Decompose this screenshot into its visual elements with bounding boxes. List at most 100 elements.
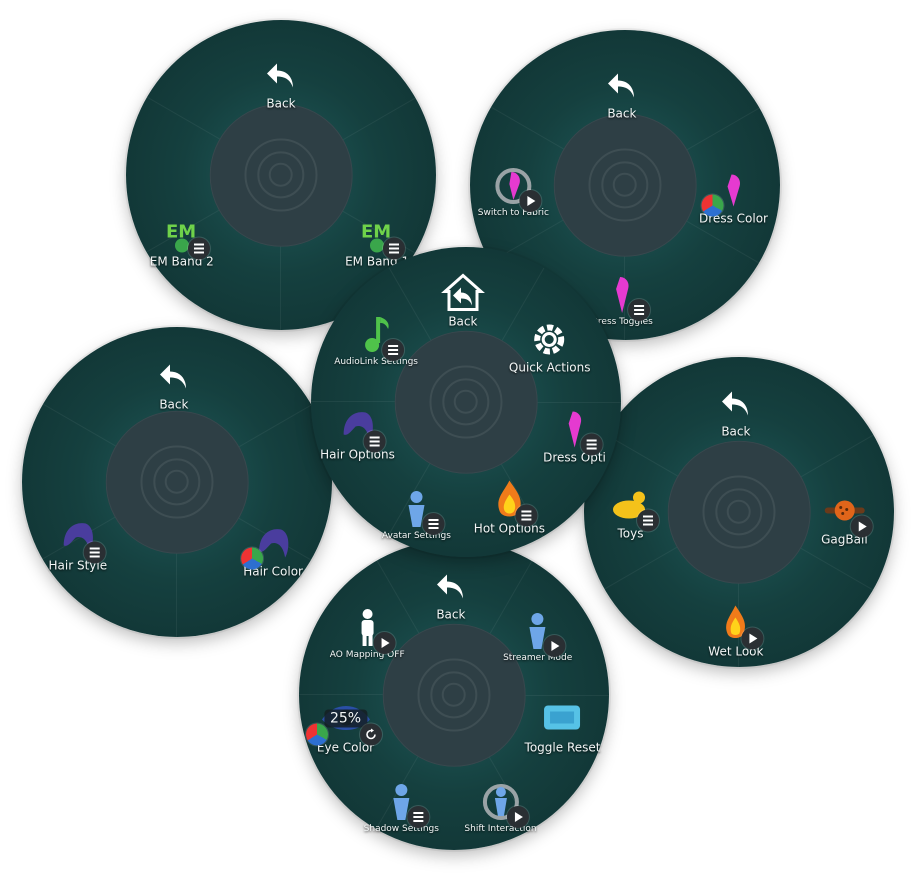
shadow-settings-button[interactable]: Shadow Settings [364,780,439,834]
eye-color-percent: 25% [323,709,368,728]
back-button[interactable]: Back [600,64,644,121]
em-band-center[interactable] [209,103,353,247]
hair-style-icon [56,516,106,564]
color-wheel-icon [305,723,328,746]
person-icon [345,606,396,654]
shift-interaction-label: Shift Interaction [464,823,537,834]
back-button[interactable]: Back [259,54,303,111]
em-band-1-icon: EM [355,212,406,260]
main-center[interactable] [394,330,538,474]
ao-mapping-label: AO Mapping OFF [329,650,405,660]
play-icon [850,515,873,538]
submenu-list-icon [580,433,603,456]
color-wheel-icon [701,194,724,217]
switch-to-fabric-label: Switch to Fabric [477,208,550,219]
main-menu: Back AudioLink Settings Quick Actions Ha… [311,247,621,557]
switch-to-fabric-button[interactable]: Switch to Fabric [478,164,549,218]
back-label: Back [721,424,751,439]
em-band-menu: Back EM EM Band 2 EM EM Band 1 [126,20,436,330]
play-icon [741,627,764,650]
color-wheel-icon [241,547,264,570]
submenu-list-icon [422,512,445,535]
svg-text:EM: EM [166,222,196,243]
toggle-reset-button[interactable]: Toggle Reset [525,698,600,755]
hair-color-button[interactable]: Hair Color [241,522,303,579]
dress-toggles-button[interactable]: Dress Toggles [591,273,653,327]
avatar-settings-menu: Back AO Mapping OFF Streamer Mode 25% Ey… [299,540,609,850]
avatar-settings-label: Avatar Settings [381,530,451,541]
hair-options-label: Hair Options [320,447,395,462]
dress-options-icon [553,408,603,456]
hot-options-button[interactable]: Hot Options [474,479,545,536]
back-arrow-icon [152,354,196,398]
back-button[interactable]: Back [714,381,758,438]
gagball-button[interactable]: GagBall [821,490,873,547]
play-icon [506,805,529,828]
submenu-list-icon [627,298,650,321]
back-label: Back [607,106,637,121]
em-band-2-button[interactable]: EM EM Band 2 [150,212,214,269]
hair-style-button[interactable]: Hair Style [48,516,107,573]
back-button[interactable]: Back [429,564,473,621]
audiolink-settings-button[interactable]: AudioLink Settings [334,313,418,367]
fire-icon [487,479,538,527]
hair-center[interactable] [105,410,249,554]
back-label: Back [159,397,189,412]
hair-color-label: Hair Color [243,564,303,579]
dress-options-button[interactable]: Dress Opti [543,408,606,465]
hot-options-center[interactable] [667,440,811,584]
shift-interaction-button[interactable]: Shift Interaction [464,780,537,834]
dress-center[interactable] [553,113,697,257]
quick-actions-button[interactable]: Quick Actions [509,318,590,375]
streamer-mode-label: Streamer Mode [503,653,573,664]
wet-look-icon [714,601,764,650]
avatar-settings-icon [394,487,445,535]
back-label: Back [448,314,478,329]
dress-color-button[interactable]: Dress Color [699,169,768,226]
eye-color-label: Eye Color [316,740,375,755]
submenu-list-icon [383,237,406,260]
streamer-mode-icon [516,609,566,658]
submenu-list-icon [363,430,386,453]
audiolink-settings-label: AudioLink Settings [334,357,418,367]
avatar-settings-button[interactable]: Avatar Settings [382,487,451,541]
back-arrow-icon [259,54,303,98]
wet-look-button[interactable]: Wet Look [708,601,764,658]
toys-label: Toys [617,526,644,541]
toys-button[interactable]: Toys [609,484,659,541]
toys-icon [609,484,659,532]
gagball-icon [822,490,873,538]
play-icon [373,632,396,654]
avatar-settings-center[interactable] [382,623,526,767]
reset-icon [540,698,584,742]
play-icon [543,635,566,658]
switch-fabric-icon [491,164,542,213]
hair-options-button[interactable]: Hair Options [320,405,395,462]
streamer-mode-button[interactable]: Streamer Mode [503,609,572,663]
dress-toggles-icon [600,273,650,321]
submenu-list-icon [83,541,106,564]
eye-color-button[interactable]: 25% Eye Color [305,698,382,755]
dress-toggles-label: Dress Toggles [590,316,653,327]
dress-color-icon [701,169,755,217]
back-arrow-icon [600,64,644,108]
refresh-icon [359,723,382,746]
hair-options-icon [335,405,386,453]
hair-color-icon [241,522,295,570]
shadow-settings-icon [379,780,430,828]
back-arrow-icon [429,564,473,608]
submenu-list-icon [407,805,430,828]
hair-menu: Back Hair Style Hair Color [22,327,332,637]
submenu-list-icon [515,504,538,527]
submenu-list-icon [382,339,405,361]
svg-text:EM: EM [361,222,391,243]
ao-mapping-button[interactable]: AO Mapping OFF [330,606,405,660]
back-label: Back [266,96,296,111]
back-button[interactable]: Back [152,354,196,411]
submenu-list-icon [636,509,659,532]
home-back-button[interactable]: Back [440,271,485,329]
hot-options-label: Hot Options [473,521,545,536]
em-band-1-button[interactable]: EM EM Band 1 [345,212,409,269]
shift-interaction-icon [479,780,529,828]
gear-icon [528,318,572,362]
